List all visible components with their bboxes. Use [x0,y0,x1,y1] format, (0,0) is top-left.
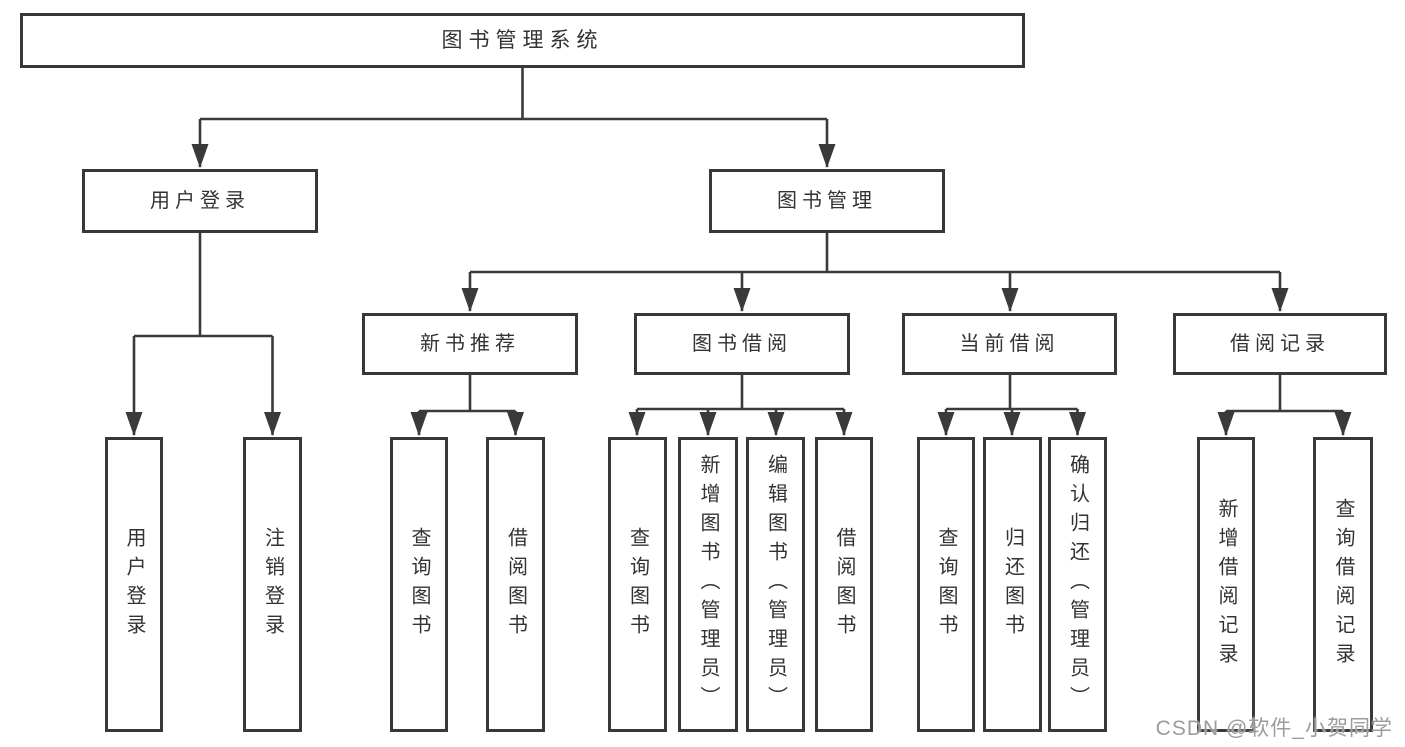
leaf-query-books-1-label: 查询图书 [408,526,430,643]
connector-book-mgmt-children [461,233,1289,312]
connector-new-books-children [410,375,524,436]
node-current-borrowing-label: 当前借阅 [959,333,1060,355]
leaf-borrow-books-1: 借阅图书 [486,437,545,732]
leaf-query-books-3: 查询图书 [917,437,975,732]
leaf-query-books-2: 查询图书 [608,437,667,732]
leaf-add-books-admin-label: 新增图书（管理员） [697,454,719,715]
csdn-watermark: CSDN @软件_小贺同学 [1155,717,1393,740]
node-new-book-recommend-label: 新书推荐 [420,333,520,355]
node-book-management: 图书管理 [709,169,945,233]
node-book-management-label: 图书管理 [777,190,877,212]
node-borrowing-records-label: 借阅记录 [1230,333,1330,355]
node-current-borrowing: 当前借阅 [902,313,1117,375]
leaf-query-borrow-record: 查询借阅记录 [1313,437,1373,732]
leaf-return-books-label: 归还图书 [1001,526,1024,643]
leaf-query-books-2-label: 查询图书 [626,526,649,643]
leaf-logout-label: 注销登录 [261,526,284,643]
leaf-edit-books-admin-label: 编辑图书（管理员） [764,454,787,715]
leaf-confirm-return-admin: 确认归还（管理员） [1048,437,1107,732]
node-user-login: 用户登录 [82,169,318,233]
connector-current-children [937,375,1086,436]
connector-borrowing-children [628,375,853,436]
node-new-book-recommend: 新书推荐 [362,313,578,375]
node-book-borrowing: 图书借阅 [634,313,850,375]
leaf-borrow-books-1-label: 借阅图书 [504,526,527,643]
leaf-query-books-1: 查询图书 [390,437,448,732]
leaf-add-books-admin: 新增图书（管理员） [678,437,738,732]
leaf-user-login-label: 用户登录 [123,526,145,643]
node-borrowing-records: 借阅记录 [1173,313,1387,375]
node-user-login-label: 用户登录 [150,190,250,212]
leaf-borrow-books-2-label: 借阅图书 [833,526,855,643]
leaf-return-books: 归还图书 [983,437,1042,732]
leaf-add-borrow-record: 新增借阅记录 [1197,437,1255,732]
leaf-confirm-return-admin-label: 确认归还（管理员） [1066,454,1089,715]
leaf-logout: 注销登录 [243,437,302,732]
connector-root-to-level2 [191,68,836,168]
connector-user-login-children [125,233,281,436]
leaf-borrow-books-2: 借阅图书 [815,437,873,732]
leaf-query-books-3-label: 查询图书 [935,526,957,643]
leaf-query-borrow-record-label: 查询借阅记录 [1332,497,1354,672]
node-root: 图书管理系统 [20,13,1025,68]
leaf-edit-books-admin: 编辑图书（管理员） [746,437,805,732]
leaf-user-login: 用户登录 [105,437,163,732]
node-root-label: 图书管理系统 [441,29,604,52]
node-book-borrowing-label: 图书借阅 [692,333,792,355]
connector-records-children [1217,375,1352,436]
leaf-add-borrow-record-label: 新增借阅记录 [1215,497,1237,672]
